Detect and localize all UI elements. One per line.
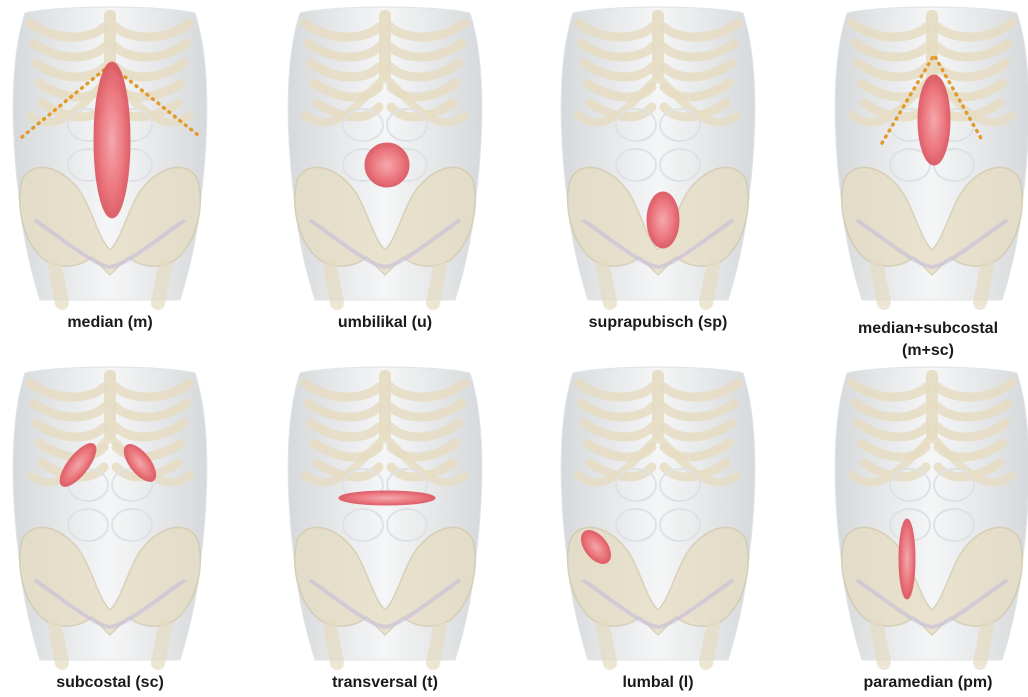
panel-median-subcostal xyxy=(822,5,1028,305)
panel-paramedian xyxy=(822,365,1028,665)
caption-subcostal: subcostal (sc) xyxy=(0,672,240,694)
sternum xyxy=(652,370,664,440)
incision-marker xyxy=(339,491,435,505)
sternum xyxy=(652,10,664,80)
torso-diagram xyxy=(275,365,495,665)
femur-left xyxy=(330,267,337,303)
panel-suprapubic xyxy=(548,5,768,305)
femur-right xyxy=(706,267,713,303)
femur-left xyxy=(877,267,884,303)
sternum xyxy=(926,370,938,440)
femur-right xyxy=(158,267,165,303)
femur-right xyxy=(706,627,713,663)
femur-left xyxy=(55,627,62,663)
femur-right xyxy=(980,267,987,303)
sternum xyxy=(926,10,938,80)
femur-left xyxy=(55,267,62,303)
femur-left xyxy=(603,627,610,663)
sternum xyxy=(379,10,391,80)
incision-marker xyxy=(647,192,679,248)
femur-right xyxy=(980,627,987,663)
incision-marker xyxy=(94,62,130,218)
panel-umbilical xyxy=(275,5,495,305)
sternum xyxy=(379,370,391,440)
caption-median: median (m) xyxy=(0,312,240,334)
torso-diagram xyxy=(0,5,220,305)
torso-diagram xyxy=(548,365,768,665)
incision-marker xyxy=(918,75,950,165)
incision-marker xyxy=(899,519,915,599)
torso-diagram xyxy=(548,5,768,305)
panel-median xyxy=(0,5,220,305)
femur-right xyxy=(433,267,440,303)
caption-transversal: transversal (t) xyxy=(255,672,515,694)
caption-umbilical: umbilikal (u) xyxy=(255,312,515,334)
femur-left xyxy=(330,627,337,663)
torso-diagram xyxy=(822,5,1028,305)
caption-lumbal: lumbal (l) xyxy=(528,672,788,694)
incision-marker xyxy=(365,143,409,187)
sternum xyxy=(104,370,116,440)
panel-transversal xyxy=(275,365,495,665)
torso-diagram xyxy=(0,365,220,665)
caption-paramedian: paramedian (pm) xyxy=(798,672,1028,694)
panel-subcostal xyxy=(0,365,220,665)
caption-suprapubic: suprapubisch (sp) xyxy=(528,312,788,334)
torso-diagram xyxy=(822,365,1028,665)
femur-right xyxy=(433,627,440,663)
panel-lumbal xyxy=(548,365,768,665)
femur-left xyxy=(603,267,610,303)
femur-left xyxy=(877,627,884,663)
caption-median-subcostal: median+subcostal (m+sc) xyxy=(798,318,1028,362)
torso-diagram xyxy=(275,5,495,305)
femur-right xyxy=(158,627,165,663)
